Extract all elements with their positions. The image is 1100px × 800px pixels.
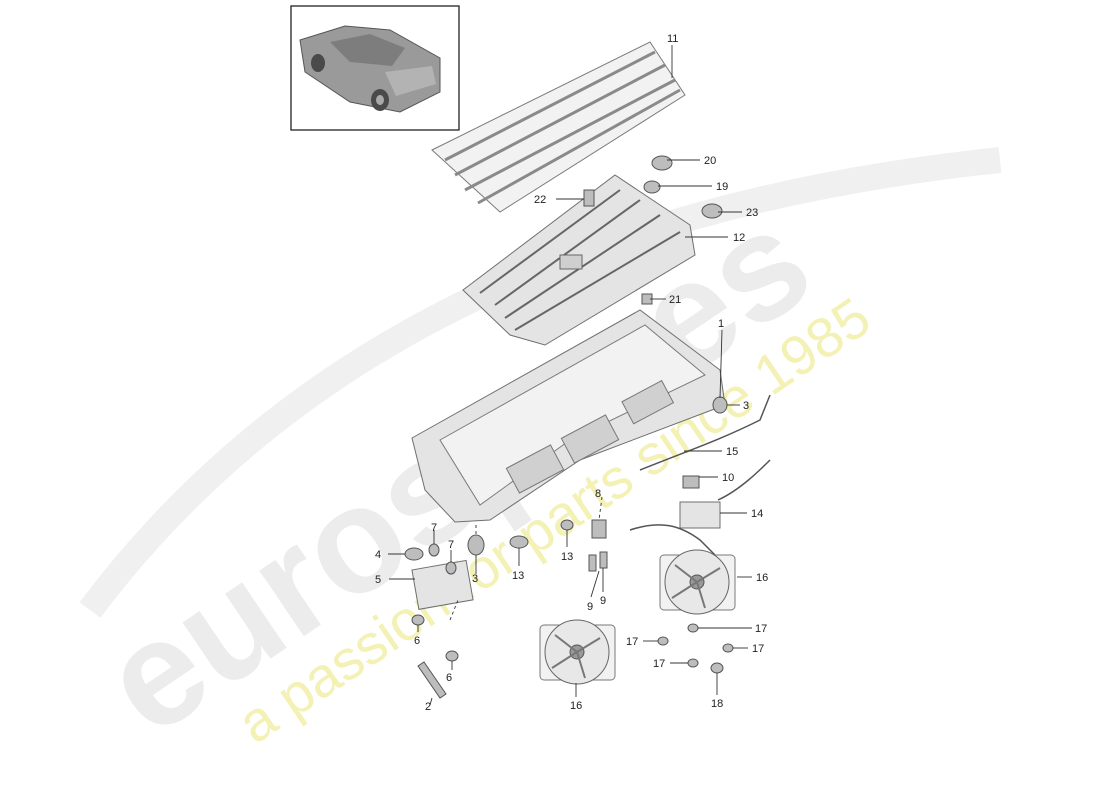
callout-21: 21 (669, 294, 681, 306)
callout-7-a: 7 (431, 522, 437, 534)
part-15-cable (639, 394, 771, 471)
callout-17-d: 17 (653, 658, 665, 670)
callout-10: 10 (722, 472, 734, 484)
callout-16-lower: 16 (570, 700, 582, 712)
part-1-engine-lid (411, 309, 726, 523)
part-5-hinge (411, 559, 474, 610)
part-13-nut-a (509, 535, 529, 549)
part-16-fan-lower (539, 619, 616, 685)
part-7-bolt-b (445, 561, 457, 575)
part-6-nut-a (411, 614, 425, 626)
callout-22: 22 (534, 194, 546, 206)
part-17-d (687, 658, 699, 668)
car-icon (299, 25, 441, 113)
callout-11: 11 (667, 33, 678, 45)
callout-6-b: 6 (446, 672, 452, 684)
fan-fasteners (657, 623, 734, 674)
part-2-gas-strut (417, 661, 447, 699)
part-13-nut-b (560, 519, 574, 531)
part-17-a (657, 636, 669, 646)
callout-14: 14 (751, 508, 763, 520)
callout-19: 19 (716, 181, 728, 193)
part-17-b (687, 623, 699, 633)
callout-8: 8 (595, 488, 601, 500)
part-9-bolt-a (588, 554, 597, 572)
part-16-fan-upper (659, 549, 736, 615)
callout-5: 5 (375, 574, 381, 586)
part-8-latch (591, 519, 607, 539)
callout-3-right: 3 (743, 400, 749, 412)
callout-16-upper: 16 (756, 572, 768, 584)
vehicle-thumbnail (290, 5, 460, 131)
part-10-switch (682, 475, 700, 489)
part-12-grille-frame (462, 174, 696, 346)
part-7-bolt-a (428, 543, 440, 557)
part-20-cap (651, 155, 673, 171)
callout-12: 12 (733, 232, 745, 244)
leader-lines (388, 45, 752, 706)
callout-1: 1 (718, 318, 724, 330)
part-17-c (722, 643, 734, 653)
part-22-clip (583, 189, 595, 207)
callout-6-a: 6 (414, 635, 420, 647)
part-9-bolt-b (599, 551, 608, 569)
callout-13-a: 13 (512, 570, 524, 582)
callout-17-c: 17 (752, 643, 764, 655)
callout-20: 20 (704, 155, 716, 167)
part-3-buffer-right (712, 396, 728, 414)
part-6-nut-b (445, 650, 459, 662)
part-3-buffer-left (467, 534, 485, 556)
callout-15: 15 (726, 446, 738, 458)
callout-7-b: 7 (448, 539, 454, 551)
part-23-grommet (701, 203, 723, 219)
callout-labels: 11 20 19 23 22 12 21 1 3 15 10 14 16 16 … (375, 33, 768, 713)
part-14-control-unit (679, 501, 721, 529)
callout-18: 18 (711, 698, 723, 710)
callout-13-b: 13 (561, 551, 573, 563)
callout-9-b: 9 (600, 595, 606, 607)
callout-17-b: 17 (755, 623, 767, 635)
callout-3-left: 3 (472, 573, 478, 585)
callout-2: 2 (425, 701, 431, 713)
part-19-grommet (643, 180, 661, 194)
callout-23: 23 (746, 207, 758, 219)
part-11-grille-cover (431, 41, 686, 213)
part-4-cap (404, 547, 424, 561)
callout-4: 4 (375, 549, 381, 561)
part-18-screw (710, 662, 724, 674)
callout-9-a: 9 (587, 601, 593, 613)
small-parts (404, 155, 771, 699)
callout-17-a: 17 (626, 636, 638, 648)
part-14-harness (629, 524, 721, 561)
